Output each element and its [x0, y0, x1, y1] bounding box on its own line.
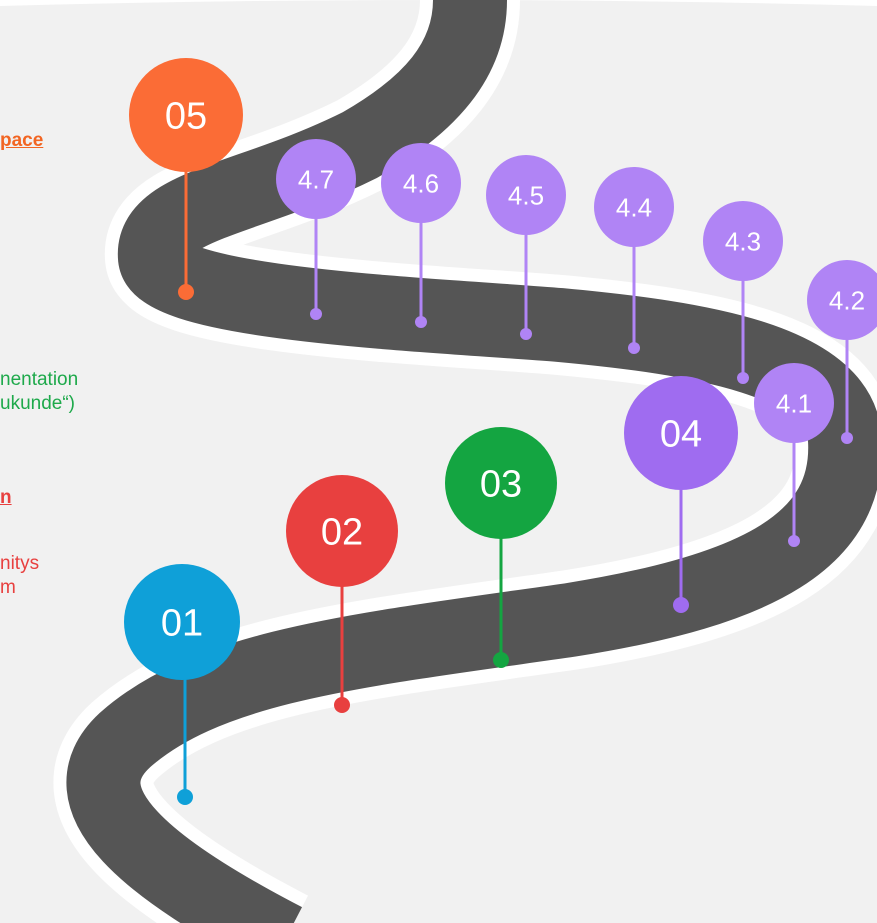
milestone-m05: 05 [129, 58, 243, 300]
pin-dot [673, 597, 689, 613]
pin-label: 4.5 [508, 180, 544, 210]
pin-bubble [276, 139, 356, 219]
pin-bubble [381, 143, 461, 223]
pin-dot [493, 652, 509, 668]
milestone-s46: 4.6 [381, 143, 461, 328]
pin-label: 03 [480, 464, 522, 506]
pin-label: 05 [165, 96, 207, 138]
pin-label: 01 [161, 603, 203, 645]
pin-bubble [486, 155, 566, 235]
pin-bubble [129, 58, 243, 172]
side-text-t02c: m [0, 577, 16, 598]
pin-bubble [286, 475, 398, 587]
pin-dot [628, 342, 640, 354]
pin-label: 04 [660, 414, 702, 456]
milestone-m04: 04 [624, 376, 738, 613]
milestone-s47: 4.7 [276, 139, 356, 320]
side-text-t02b: nitys [0, 553, 40, 574]
pin-dot [310, 308, 322, 320]
pin-bubble [124, 564, 240, 680]
pin-dot [334, 697, 350, 713]
pin-label: 02 [321, 512, 363, 554]
pin-bubble [624, 376, 738, 490]
milestone-s42: 4.2 [807, 260, 877, 444]
pin-bubble [754, 363, 834, 443]
pin-label: 4.3 [725, 226, 761, 256]
milestone-m01: 01 [124, 564, 240, 805]
pin-bubble [445, 427, 557, 539]
pin-label: 4.6 [403, 168, 439, 198]
pin-dot [178, 284, 194, 300]
pin-dot [841, 432, 853, 444]
milestone-s44: 4.4 [594, 167, 674, 354]
pin-dot [788, 535, 800, 547]
side-text-t05a: pace [0, 130, 44, 151]
pin-label: 4.4 [616, 192, 652, 222]
pin-dot [177, 789, 193, 805]
milestone-s41: 4.1 [754, 363, 834, 547]
pin-dot [415, 316, 427, 328]
milestone-s43: 4.3 [703, 201, 783, 384]
pin-bubble [807, 260, 877, 340]
pin-bubble [594, 167, 674, 247]
side-text-t02a: n [0, 487, 12, 508]
pin-label: 4.1 [776, 388, 812, 418]
milestone-m03: 03 [445, 427, 557, 668]
side-text-t03a: nentation [0, 369, 79, 390]
side-text-t03b: ukunde“) [0, 393, 75, 414]
pin-label: 4.7 [298, 164, 334, 194]
pin-dot [520, 328, 532, 340]
milestone-s45: 4.5 [486, 155, 566, 340]
pin-dot [737, 372, 749, 384]
pin-bubble [703, 201, 783, 281]
milestone-m02: 02 [286, 475, 398, 713]
pin-label: 4.2 [829, 285, 865, 315]
